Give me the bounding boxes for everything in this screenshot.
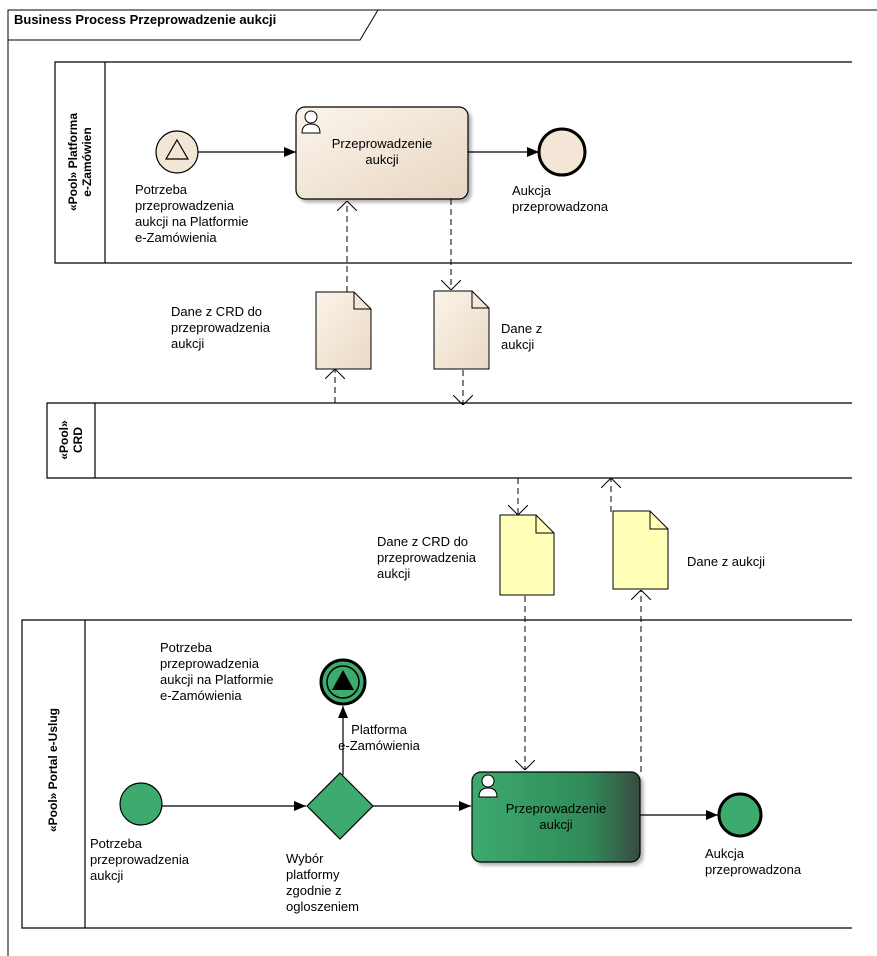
- data-object-auction-result[interactable]: [433, 290, 490, 370]
- data-object-crd-to-portal[interactable]: [499, 514, 555, 596]
- start-event-label: Potrzeba przeprowadzenia aukcji na Platf…: [135, 182, 249, 245]
- pool-name-portal: «Pool» Portal e-Uslug: [46, 707, 60, 833]
- user-icon: [478, 774, 498, 798]
- pool-name-crd: «Pool» CRD: [57, 420, 85, 460]
- task-przeprowadzenie-portal[interactable]: [471, 771, 641, 863]
- end-event-platforma[interactable]: [537, 127, 587, 177]
- gateway-diamond[interactable]: [306, 772, 374, 840]
- pool-name-platforma: «Pool» Platforma e-Zamówien: [66, 112, 94, 212]
- frame-title: Business Process Przeprowadzenie aukcji: [14, 12, 277, 27]
- gateway-label: Wybór platformy zgodnie z ogloszeniem: [286, 851, 359, 914]
- start-event-portal[interactable]: [119, 782, 163, 826]
- data-object-label: Dane z aukcji: [687, 554, 766, 569]
- intermediate-signal-event[interactable]: [319, 658, 367, 706]
- pool-crd[interactable]: [46, 402, 852, 479]
- user-icon: [301, 110, 321, 134]
- diagram-frame: [7, 9, 877, 956]
- end-event-label-portal: Aukcja przeprowadzona: [705, 846, 802, 877]
- data-object-label: Dane z CRD do przeprowadzenia aukcji: [377, 534, 477, 581]
- end-event-portal[interactable]: [717, 792, 763, 838]
- start-event-signal[interactable]: [155, 130, 199, 174]
- task-przeprowadzenie-platforma[interactable]: [295, 106, 469, 200]
- signal-triangle-icon: [164, 138, 190, 160]
- start-event-label-portal: Potrzeba przeprowadzenia aukcji: [90, 836, 190, 883]
- frame-title-tab: [8, 9, 379, 41]
- flow-label: Platforma e-Zamówienia: [338, 722, 420, 753]
- pool-platforma[interactable]: [54, 61, 852, 264]
- end-event-label-platforma: Aukcja przeprowadzona: [512, 183, 609, 214]
- task-label-platforma: Przeprowadzenie aukcji: [331, 136, 433, 167]
- data-object-auction-data[interactable]: [612, 510, 669, 590]
- signal-event-label: Potrzeba przeprowadzenia aukcji na Platf…: [160, 640, 274, 703]
- data-object-label: Dane z aukcji: [501, 321, 543, 352]
- data-object-label: Dane z CRD do przeprowadzenia aukcji: [171, 304, 271, 351]
- signal-triangle-icon: [332, 670, 354, 690]
- data-object-crd-to-platform[interactable]: [315, 291, 372, 370]
- task-label-portal: Przeprowadzenie aukcji: [505, 801, 607, 832]
- pool-portal[interactable]: [21, 619, 852, 929]
